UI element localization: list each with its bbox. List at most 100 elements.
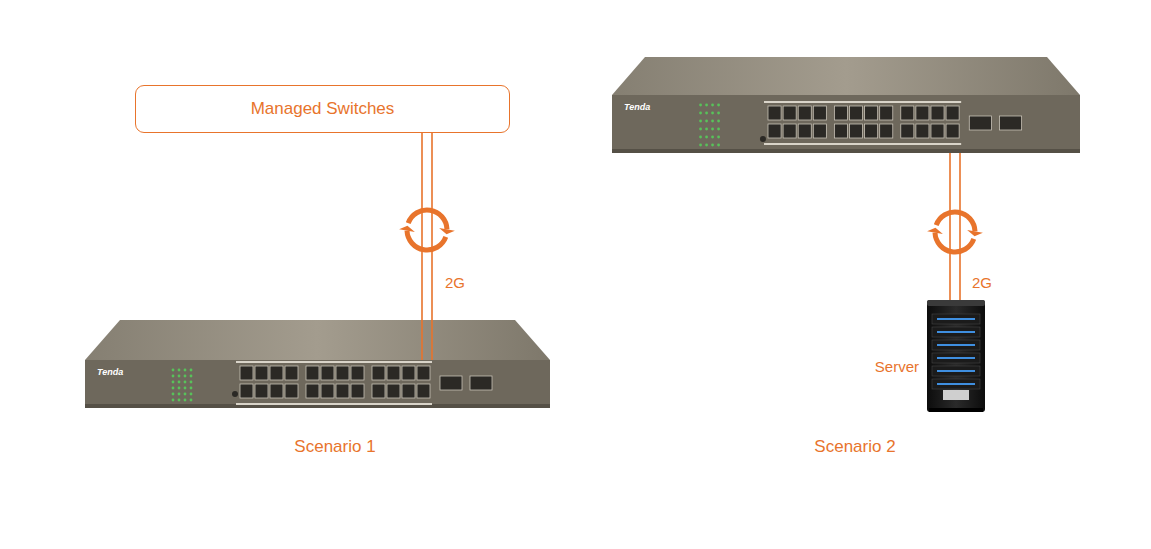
sync-arrowhead: [399, 226, 415, 232]
ethernet-port: [901, 106, 914, 120]
switch-face: [85, 360, 550, 408]
reset-button: [760, 136, 766, 142]
led: [190, 375, 193, 378]
led: [172, 393, 175, 396]
led: [717, 104, 720, 107]
switch-device: Tenda: [85, 360, 550, 408]
ethernet-port: [417, 384, 430, 398]
sfp-port: [969, 116, 991, 130]
led: [184, 381, 187, 384]
port-strip: [236, 361, 432, 363]
server-body: [927, 300, 985, 412]
sync-arc: [936, 212, 975, 231]
led: [184, 369, 187, 372]
led: [190, 381, 193, 384]
sync-arc: [408, 210, 447, 229]
ethernet-port: [834, 124, 847, 138]
led: [699, 136, 702, 139]
sync-arrowhead: [927, 228, 943, 234]
ethernet-port: [798, 124, 811, 138]
ethernet-port: [946, 124, 959, 138]
led: [705, 128, 708, 131]
led: [717, 120, 720, 123]
led: [711, 136, 714, 139]
led: [711, 104, 714, 107]
ethernet-port: [270, 384, 283, 398]
led: [178, 381, 181, 384]
led: [172, 399, 175, 402]
server-drawing: [927, 300, 985, 412]
ethernet-port: [240, 384, 253, 398]
led: [172, 381, 175, 384]
switch-edge: [85, 404, 550, 408]
ethernet-port: [768, 106, 781, 120]
ethernet-port: [849, 124, 862, 138]
led: [172, 387, 175, 390]
ethernet-port: [849, 106, 862, 120]
drive-bay: [932, 327, 980, 337]
server-light: [937, 370, 975, 372]
brand-logo: Tenda: [624, 102, 650, 112]
switch-drawing: [85, 320, 550, 408]
ethernet-port: [931, 106, 944, 120]
ethernet-port: [321, 384, 334, 398]
switch-drawing: [612, 57, 1080, 153]
server-cap: [927, 300, 985, 306]
server-device: Server: [927, 300, 985, 412]
led: [705, 120, 708, 123]
server-light: [937, 357, 975, 359]
led: [717, 144, 720, 147]
link-cable: [950, 153, 960, 300]
led: [190, 399, 193, 402]
ethernet-port: [336, 384, 349, 398]
led: [178, 393, 181, 396]
ethernet-port: [813, 124, 826, 138]
ethernet-port: [417, 366, 430, 380]
switch-face: [612, 95, 1080, 153]
scenario-caption: Scenario 2: [814, 437, 895, 457]
led: [699, 112, 702, 115]
box-label: Managed Switches: [239, 99, 407, 119]
ethernet-port: [306, 366, 319, 380]
ethernet-port: [255, 384, 268, 398]
ethernet-port: [813, 106, 826, 120]
led: [172, 369, 175, 372]
ethernet-port: [285, 384, 298, 398]
sfp-port: [440, 376, 462, 390]
server-light: [937, 331, 975, 333]
ethernet-port: [351, 384, 364, 398]
port-strip: [764, 101, 961, 103]
scenario-caption: Scenario 1: [294, 437, 375, 457]
ethernet-port: [946, 106, 959, 120]
led: [699, 104, 702, 107]
managed-switch-box: Managed Switches: [135, 85, 510, 133]
led: [184, 375, 187, 378]
drive-bay: [932, 353, 980, 363]
led: [178, 387, 181, 390]
ethernet-port: [240, 366, 253, 380]
link-cable: [422, 133, 432, 360]
ethernet-port: [387, 384, 400, 398]
sync-arc: [935, 233, 974, 252]
port-strip: [764, 143, 961, 145]
ethernet-port: [387, 366, 400, 380]
ethernet-port: [270, 366, 283, 380]
drive-bay: [932, 340, 980, 350]
drive-bay: [932, 314, 980, 324]
brand-logo: Tenda: [97, 367, 123, 377]
switch-device: Tenda: [612, 95, 1080, 153]
device-label: Server: [875, 358, 919, 375]
ethernet-port: [880, 106, 893, 120]
ethernet-port: [783, 106, 796, 120]
led: [717, 136, 720, 139]
led: [699, 128, 702, 131]
ethernet-port: [336, 366, 349, 380]
switch-top: [85, 320, 550, 360]
led: [705, 112, 708, 115]
led: [711, 112, 714, 115]
ethernet-port: [916, 124, 929, 138]
ethernet-port: [783, 124, 796, 138]
ethernet-port: [834, 106, 847, 120]
server-light: [937, 344, 975, 346]
